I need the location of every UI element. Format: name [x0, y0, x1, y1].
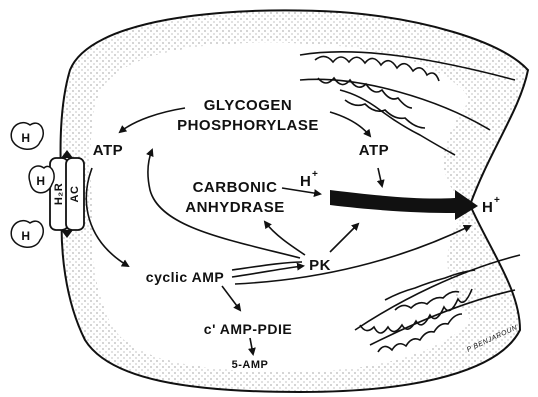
atp-right-label: ATP	[359, 142, 389, 159]
carbonic-label: CARBONIC	[193, 179, 278, 196]
receptor-ac-label: AC	[69, 186, 81, 203]
histamine-bottom: H	[11, 221, 43, 248]
h-plus-right-label: H	[482, 199, 493, 216]
glycogen-label: GLYCOGEN	[204, 97, 292, 114]
histamine-top: H	[11, 123, 43, 150]
receptor-h2r-label: H₂R	[53, 183, 65, 205]
atp-left-label: ATP	[93, 142, 123, 159]
h2-receptor-adenylate-cyclase: H₂R AC	[50, 150, 84, 238]
pk-label: PK	[309, 257, 331, 274]
cyclic-amp-label: cyclic AMP	[146, 269, 224, 285]
h-plus-mid-label: H	[300, 173, 311, 190]
histamine-label-top: H	[21, 131, 30, 145]
phosphorylase-label: PHOSPHORYLASE	[177, 117, 319, 134]
anhydrase-label: ANHYDRASE	[185, 199, 285, 216]
h-plus-mid-sup: +	[312, 169, 318, 180]
histamine-label-bottom: H	[21, 229, 30, 243]
c-amp-pdie-label: c' AMP-PDIE	[204, 321, 292, 337]
histamine-label-bound: H	[36, 174, 45, 188]
h-plus-right-sup: +	[494, 195, 500, 206]
five-amp-label: 5-AMP	[232, 359, 269, 371]
histamine-molecules: H H H	[11, 123, 54, 248]
